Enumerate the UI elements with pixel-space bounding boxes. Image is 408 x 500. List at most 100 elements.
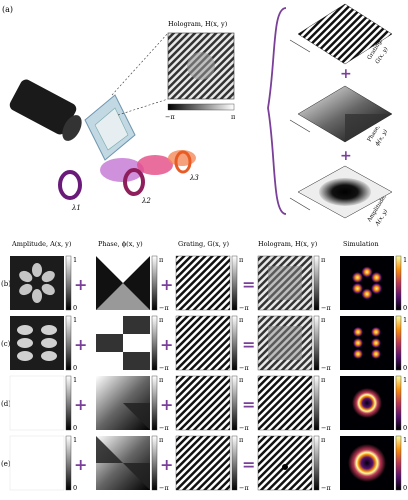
row-c-amplitude-lobe: [41, 351, 57, 361]
stack-plus-2: +: [340, 148, 352, 164]
row-e-grating-colorbar: [231, 435, 238, 491]
row-b-grating-colorbar: [231, 255, 238, 311]
row-c-phase-colorbar-top: π: [159, 316, 164, 324]
row-c-plus-2: +: [160, 335, 173, 354]
row-d-simulation-colorbar-bottom: 0: [403, 424, 407, 432]
laser-illustration: [9, 79, 196, 200]
grid-rows: (b)10+π−π+π−π=π−π10(c)10+π−π+π−π=π−π10(d…: [1, 255, 407, 492]
row-c-simulation: [340, 316, 394, 370]
row-c-grating-colorbar-bottom: −π: [239, 364, 249, 372]
row-c-hologram-colorbar-top: π: [321, 316, 326, 324]
row-b-grating-colorbar-bottom: −π: [239, 304, 249, 312]
hologram-colorbar-max: π: [231, 113, 236, 121]
laser-aperture: [62, 115, 82, 141]
row-b-simulation-lobe: [361, 288, 373, 300]
row-e-phase-colorbar-bottom: −π: [159, 484, 169, 492]
row-e-grating-colorbar-top: π: [239, 436, 244, 444]
row-c-phase-colorbar: [151, 315, 158, 371]
row-c-phase-segment: [96, 352, 123, 370]
row-b-grating-colorbar-top: π: [239, 256, 244, 264]
row-b-plus-1: +: [74, 275, 87, 294]
row-b-phase-segment: [96, 256, 150, 283]
row-b-phase-segment: [96, 256, 123, 310]
zoom-line-bottom: [117, 98, 169, 116]
header-phase: Phase, ϕ(x, y): [98, 240, 143, 248]
row-d-simulation-colorbar-top: 1: [403, 376, 407, 384]
row-c-simulation-lobe: [371, 327, 381, 337]
row-e-hologram-colorbar: [313, 435, 320, 491]
row-e-hologram-colorbar-top: π: [321, 436, 326, 444]
row-d-phase-colorbar-bottom: −π: [159, 424, 169, 432]
row-e-plus-2: +: [160, 455, 173, 474]
row-b-amplitude-colorbar-top: 1: [73, 256, 77, 264]
row-b-amplitude-lobe: [41, 283, 55, 296]
row-c-amplitude-colorbar-bottom: 0: [73, 364, 77, 372]
row-b-phase-colorbar-top: π: [159, 256, 164, 264]
row-c-grating-colorbar: [231, 315, 238, 371]
row-e-phase-segment: [123, 463, 150, 490]
row-d-plus-1: +: [74, 395, 87, 414]
row-b-simulation-lobe: [371, 272, 383, 283]
beam-ring-2: [123, 168, 145, 196]
hologram-title: Hologram, H(x, y): [168, 20, 228, 28]
panel-a-label: (a): [2, 5, 13, 14]
row-d-equals: =: [242, 395, 255, 414]
row-b-simulation: [340, 256, 394, 310]
row-c-hologram-colorbar-bottom: −π: [321, 364, 331, 372]
row-b-simulation-colorbar-bottom: 0: [403, 304, 407, 312]
row-e-hologram-colorbar-bottom: −π: [321, 484, 331, 492]
row-b-amplitude-lobe: [19, 283, 33, 296]
row-b-simulation-lobe: [361, 266, 373, 278]
row-e-amplitude-colorbar-top: 1: [73, 436, 77, 444]
row-b-amplitude-lobe: [32, 263, 42, 277]
row-b-amplitude-lobe: [41, 270, 55, 283]
row-b-label: (b): [1, 280, 11, 288]
row-c-simulation-colorbar: [395, 315, 402, 371]
row-b-hologram-modulation: [268, 266, 302, 300]
row-c-equals: =: [242, 335, 255, 354]
row-c-phase-segment: [96, 316, 123, 334]
row-e-amplitude-colorbar-bottom: 0: [73, 484, 77, 492]
row-c-phase-segment: [96, 334, 123, 352]
row-d-grating-colorbar: [231, 375, 238, 431]
hologram-center-blob: [187, 52, 215, 80]
row-c-simulation-lobe: [371, 338, 381, 348]
row-b-simulation-colorbar-top: 1: [403, 256, 407, 264]
row-b-phase-colorbar-bottom: −π: [159, 304, 169, 312]
row-e-amplitude-colorbar: [65, 435, 72, 491]
stack-phase: [289, 85, 393, 143]
row-b-simulation-lobe: [371, 283, 383, 294]
lambda-3-label: λ3: [189, 174, 199, 182]
row-d-plus-2: +: [160, 395, 173, 414]
row-e-phase-colorbar: [151, 435, 158, 491]
row-c-phase-colorbar-bottom: −π: [159, 364, 169, 372]
row-c-plus-1: +: [74, 335, 87, 354]
row-c-amplitude-lobe: [17, 351, 33, 361]
row-c-grating-colorbar-top: π: [239, 316, 244, 324]
stack-amplitude: [289, 165, 393, 219]
row-d-amplitude: [9, 375, 65, 431]
stack-grating: [289, 3, 393, 65]
row-e-simulation-colorbar: [395, 435, 402, 491]
row-c-simulation-lobe: [353, 338, 363, 348]
row-b-phase-segment: [123, 256, 150, 310]
row-d-phase-colorbar-top: π: [159, 376, 164, 384]
hologram-colorbar: [167, 103, 235, 111]
header-grating: Grating, G(x, y): [178, 240, 230, 248]
row-b-simulation-colorbar: [395, 255, 402, 311]
row-c-label: (c): [1, 340, 11, 348]
row-d-hologram-colorbar: [313, 375, 320, 431]
row-e-grating: [175, 435, 231, 491]
row-c-simulation-colorbar-bottom: 0: [403, 364, 407, 372]
lambda-1-label: λ1: [71, 204, 81, 212]
row-c-simulation-lobe: [353, 327, 363, 337]
row-b-simulation-lobe: [351, 283, 363, 294]
row-c-hologram-modulation: [268, 326, 302, 360]
row-e-simulation-colorbar-top: 1: [403, 436, 407, 444]
grating-axis: [289, 39, 311, 53]
curly-brace: [267, 7, 287, 215]
row-d-phase-colorbar: [151, 375, 158, 431]
row-d-grating-colorbar-bottom: −π: [239, 424, 249, 432]
row-b-hologram-colorbar-bottom: −π: [321, 304, 331, 312]
row-d-amplitude-colorbar-top: 1: [73, 376, 77, 384]
